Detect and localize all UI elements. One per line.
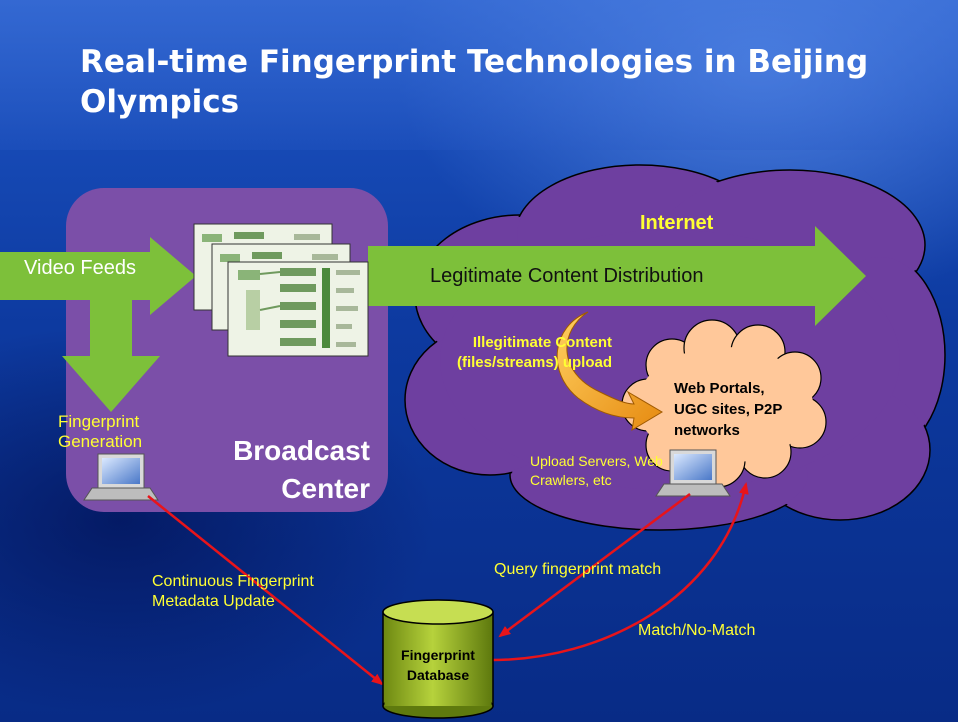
fingerprint-generation-label: Fingerprint Generation xyxy=(58,412,143,451)
broadcast-center-label: Broadcast Center xyxy=(233,435,370,504)
video-feed-arrow xyxy=(0,237,196,315)
database-icon xyxy=(382,599,494,719)
legitimate-distribution-arrow xyxy=(368,226,866,326)
query-arrow xyxy=(498,492,691,638)
web-portals-cloud-fill xyxy=(637,347,813,463)
legitimate-distribution-label: Legitimate Content Distribution xyxy=(430,265,704,287)
web-portals-label: Web Portals, UGC sites, P2P networks xyxy=(674,380,783,439)
slide-title: Real-time Fingerprint Technologies in Be… xyxy=(80,44,869,120)
video-feeds-label: Video Feeds xyxy=(24,257,136,279)
internet-label: Internet xyxy=(640,212,714,234)
upload-curved-arrow xyxy=(556,311,663,431)
fingerprint-down-arrow xyxy=(62,300,160,412)
match-result-arrow xyxy=(491,482,749,662)
query-match-label: Query fingerprint match xyxy=(494,561,662,578)
fingerprint-documents xyxy=(193,223,369,357)
title-band xyxy=(0,0,958,150)
database-label: Fingerprint Database xyxy=(401,647,475,683)
continuous-update-label: Continuous Fingerprint Metadata Update xyxy=(152,573,314,610)
laptop-icon xyxy=(83,453,159,501)
upload-servers-label: Upload Servers, Web Crawlers, etc xyxy=(530,453,663,488)
laptop-icon xyxy=(655,449,731,497)
match-result-label: Match/No-Match xyxy=(638,622,756,639)
metadata-update-arrow xyxy=(147,495,384,686)
illegitimate-upload-label: Illegitimate Content (files/streams) upl… xyxy=(456,334,612,371)
